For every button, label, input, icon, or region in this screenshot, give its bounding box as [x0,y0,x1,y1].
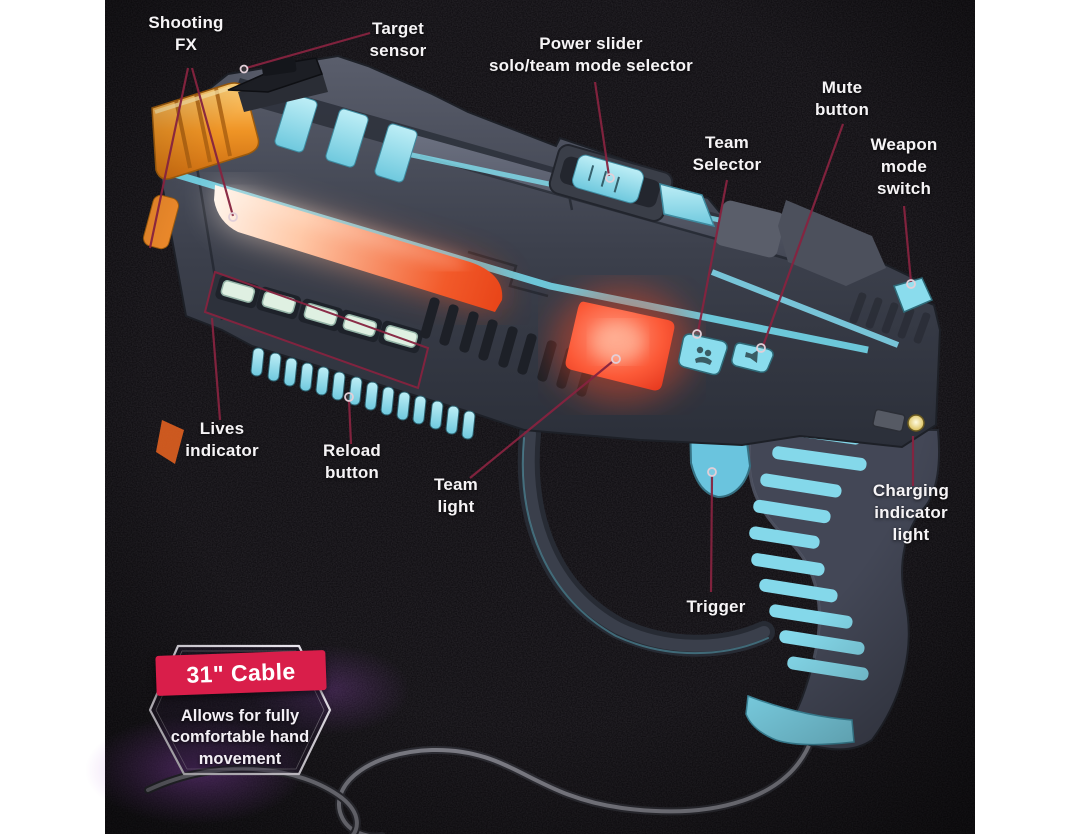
leader-markers [228,64,916,477]
vignette [105,0,975,834]
callout-weapon-mode-switch: Weapon mode switch [870,135,938,198]
callout-reload-button: Reload button [323,441,381,482]
callout-mute-button: Mute button [814,78,870,119]
callout-trigger: Trigger [686,597,746,616]
cable-badge-banner: 31" Cable [155,650,327,696]
leader-lines [148,31,915,593]
callout-team-light: Team light [434,475,478,516]
callout-target-sensor: Target sensor [369,19,427,60]
callout-team-selector: Team Selector [692,133,762,174]
cable-badge-description: Allows for fully comfortable hand moveme… [170,707,310,768]
callout-power-slider: Power slider solo/team mode selector [489,34,693,75]
callout-charging-indicator-light: Charging indicator light [872,481,950,544]
callout-shooting-fx: Shooting FX [148,13,224,54]
callout-lives-indicator: Lives indicator [185,419,259,460]
